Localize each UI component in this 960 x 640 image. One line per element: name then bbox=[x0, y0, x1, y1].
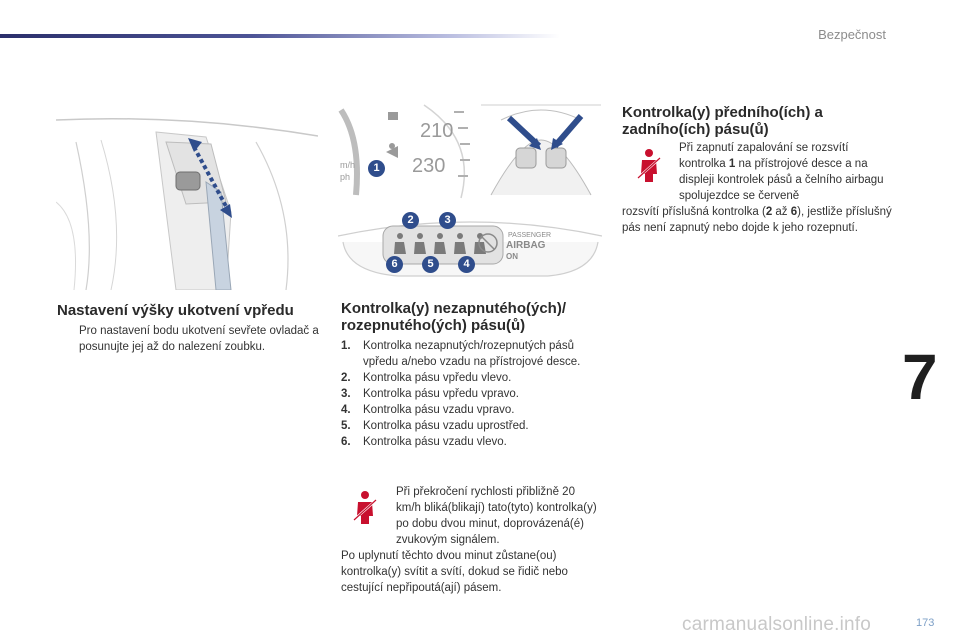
car-interior-illustration bbox=[481, 104, 601, 196]
panel-on-label: ON bbox=[506, 252, 518, 261]
list-item-number: 4. bbox=[341, 404, 351, 416]
list-item-number: 3. bbox=[341, 388, 351, 400]
list-item-number: 1. bbox=[341, 340, 351, 352]
callout-1: 1 bbox=[368, 160, 385, 177]
list-item-text: Kontrolka pásu vpředu vpravo. bbox=[363, 388, 519, 400]
instrument-cluster-illustration bbox=[338, 104, 470, 199]
speed-label-210: 210 bbox=[420, 120, 454, 142]
note-text-part: až bbox=[772, 206, 791, 218]
watermark-text: carmanualsonline.info bbox=[682, 614, 872, 635]
cluster-unit-label: m/h bbox=[340, 160, 356, 170]
note-bold-number: 6 bbox=[790, 206, 798, 218]
page-number: 173 bbox=[916, 617, 935, 629]
note-text-part: na přístrojové desce a na displeji kontr… bbox=[679, 158, 884, 202]
list-item: 5. Kontrolka pásu vzadu uprostřed. bbox=[341, 418, 606, 434]
belt-height-illustration bbox=[56, 117, 318, 290]
speed-label-230: 230 bbox=[412, 155, 446, 177]
panel-passenger-label: PASSENGER bbox=[508, 232, 552, 239]
ignition-warning-note: Při zapnutí zapalování se rozsvítí kontr… bbox=[679, 140, 894, 204]
panel-airbag-label: AIRBAG bbox=[506, 240, 546, 251]
list-item-number: 2. bbox=[341, 372, 351, 384]
note-text-part: ), jestliže příslušný pás není zapnutý n… bbox=[622, 206, 892, 234]
note-text-part: Při zapnutí zapalování se rozsvítí kontr… bbox=[679, 142, 849, 170]
list-item: 3. Kontrolka pásu vpředu vpravo. bbox=[341, 386, 606, 402]
list-item-number: 5. bbox=[341, 420, 351, 432]
belt-display-panel bbox=[338, 221, 602, 277]
section-label: Bezpečnost bbox=[818, 27, 886, 42]
note-bold-number: 2 bbox=[765, 206, 773, 218]
cluster-unit-label-2: ph bbox=[340, 172, 351, 182]
list-item: 4. Kontrolka pásu vzadu vpravo. bbox=[341, 402, 606, 418]
speed-warning-note: Při překročení rychlosti přibližně 20 km… bbox=[396, 486, 597, 546]
ignition-warning-note-continued: rozsvítí příslušná kontrolka (2 až 6), j… bbox=[622, 204, 892, 236]
list-item-number: 6. bbox=[341, 436, 351, 448]
callout-2: 2 bbox=[402, 212, 419, 229]
belt-height-title: Nastavení výšky ukotvení vpředu bbox=[57, 302, 294, 319]
list-item: 6. Kontrolka pásu vzadu vlevo. bbox=[341, 434, 606, 450]
list-item: 1. Kontrolka nezapnutých/rozepnutých pásů… bbox=[341, 338, 606, 370]
list-item: 2. Kontrolka pásu vpředu vlevo. bbox=[341, 370, 606, 386]
list-item-text: Kontrolka pásu vzadu vlevo. bbox=[363, 436, 507, 448]
callout-3: 3 bbox=[439, 212, 456, 229]
note-bold-number: 1 bbox=[728, 158, 736, 170]
list-item-text: Kontrolka pásu vpředu vlevo. bbox=[363, 372, 512, 384]
front-rear-warning-title: Kontrolka(y) předního(ích) a zadního(ích… bbox=[622, 104, 823, 138]
belt-height-instruction: Pro nastavení bodu ukotvení sevřete ovla… bbox=[59, 323, 329, 355]
callout-6: 6 bbox=[386, 256, 403, 273]
list-item-text: Kontrolka pásu vzadu vpravo. bbox=[363, 404, 515, 416]
list-item-text: Kontrolka pásu vzadu uprostřed. bbox=[363, 420, 529, 432]
callout-4: 4 bbox=[458, 256, 475, 273]
belt-height-text: Pro nastavení bodu ukotvení sevřete ovla… bbox=[79, 325, 319, 353]
list-item-text: Kontrolka nezapnutých/rozepnutých pásů v… bbox=[363, 340, 581, 368]
callout-5: 5 bbox=[422, 256, 439, 273]
warning-lamp-list: 1. Kontrolka nezapnutých/rozepnutých pásů… bbox=[341, 338, 606, 450]
unbuckled-warning-title: Kontrolka(y) nezapnutého(ých)/ rozepnuté… bbox=[341, 300, 567, 334]
chapter-number: 7 bbox=[902, 341, 938, 413]
note-text-part: rozsvítí příslušná kontrolka ( bbox=[622, 206, 766, 218]
seatbelt-warning-icon bbox=[637, 149, 661, 182]
speed-warning-note-continued: Po uplynutí těchto dvou minut zůstane(ou… bbox=[341, 550, 568, 594]
seatbelt-warning-icon bbox=[353, 491, 377, 524]
header-bar bbox=[0, 34, 560, 38]
